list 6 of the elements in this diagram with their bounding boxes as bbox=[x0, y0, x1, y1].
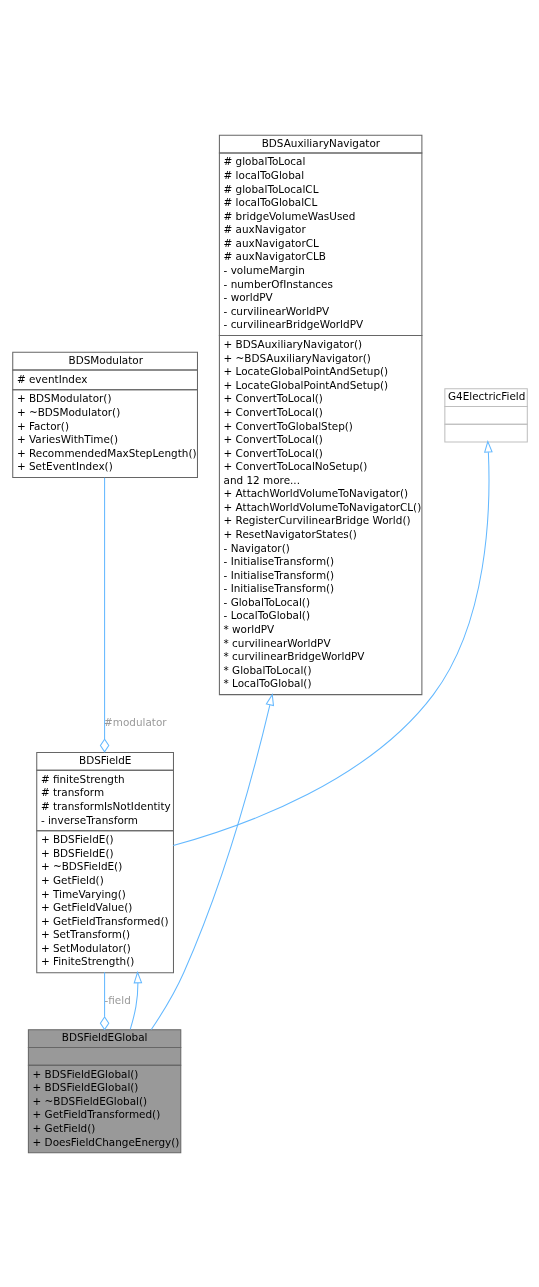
connector bbox=[99, 476, 110, 753]
connector bbox=[99, 971, 110, 1030]
arrow bbox=[129, 970, 143, 1030]
arrow bbox=[150, 692, 275, 1030]
arrow bbox=[172, 439, 493, 846]
edge-label: -field bbox=[104, 993, 131, 1006]
